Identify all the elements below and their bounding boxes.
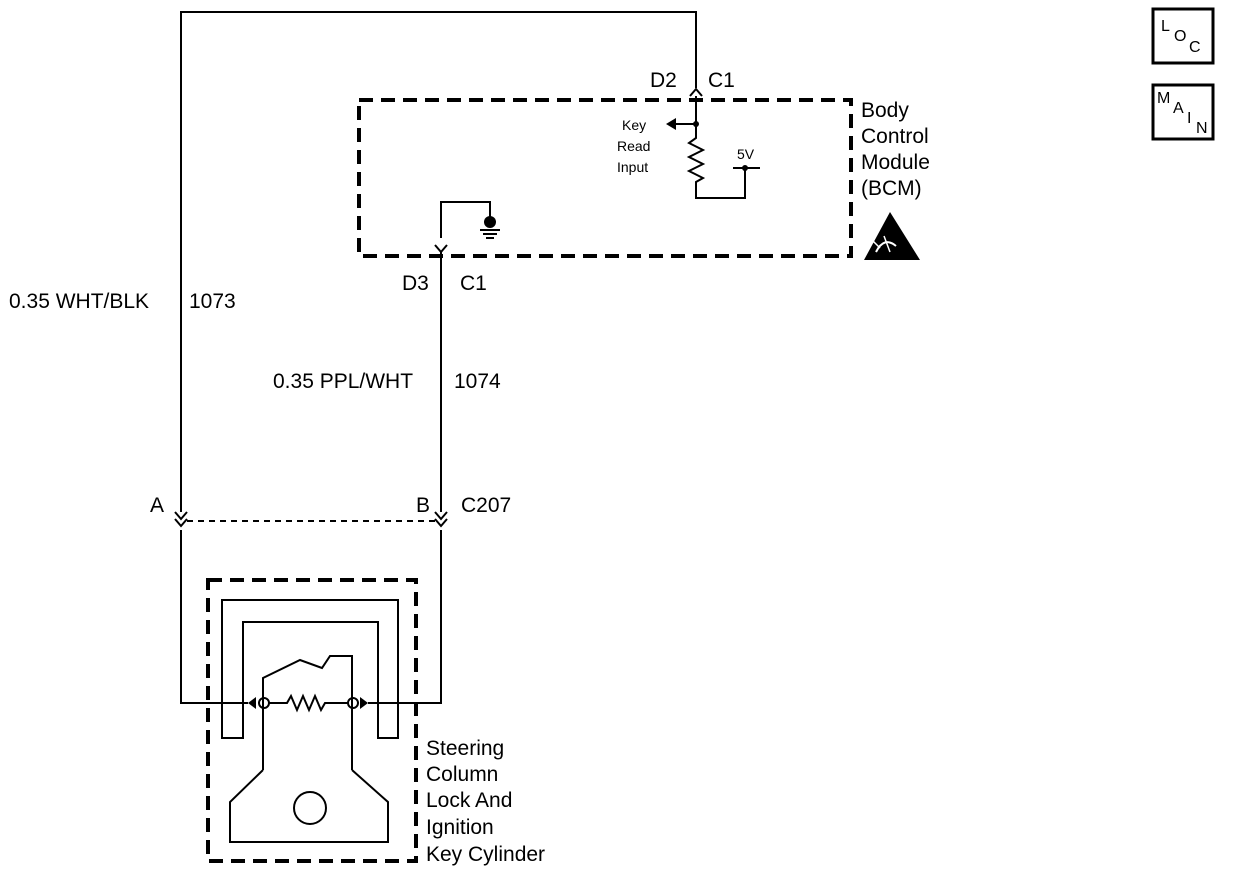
loc-letter-c: C <box>1189 39 1201 56</box>
c207-pin-a-label: A <box>150 494 164 517</box>
bcm-title-line4: (BCM) <box>861 177 922 200</box>
wire-1073-gauge-color: 0.35 WHT/BLK <box>9 290 149 313</box>
wire-b-to-component <box>368 530 442 704</box>
main-button[interactable]: M A I N <box>1151 83 1215 141</box>
component-title-line1: Steering <box>426 737 504 760</box>
bcm-d3-terminal <box>434 244 448 254</box>
bcm-title-line1: Body <box>861 99 909 122</box>
bcm-top-pin-label: D2 <box>650 69 677 92</box>
bcm-d2-terminal <box>689 87 703 97</box>
resistor-contact-left <box>248 697 256 709</box>
bcm-bottom-pin-label: D3 <box>402 272 429 295</box>
lock-frame-outer <box>221 599 399 739</box>
bcm-top-connector-label: C1 <box>708 69 735 92</box>
key-read-input-line2: Read <box>617 138 650 154</box>
resistor-contact-right <box>360 697 368 709</box>
c207-pin-b-terminal <box>434 511 448 528</box>
wire-1073 <box>180 11 697 512</box>
bcm-title-line3: Module <box>861 151 930 174</box>
key-resistor <box>269 693 348 713</box>
loc-letter-l: L <box>1161 18 1170 35</box>
wire-1073-circuit: 1073 <box>189 290 236 313</box>
bcm-5v-node <box>742 165 748 171</box>
key-cylinder-top <box>262 655 353 770</box>
wire-a-to-component <box>180 530 248 704</box>
bcm-ground-line <box>440 201 491 238</box>
bcm-title-line2: Control <box>861 125 929 148</box>
component-title-line3: Lock And <box>426 789 512 812</box>
loc-button[interactable]: L O C <box>1151 7 1215 65</box>
bcm-input-arrow <box>666 118 676 130</box>
main-letter-i: I <box>1187 110 1191 127</box>
key-cylinder-hole <box>293 791 327 825</box>
main-letter-m: M <box>1157 90 1170 107</box>
ground-icon <box>484 216 496 228</box>
key-read-input-line1: Key <box>622 117 646 133</box>
component-title-line2: Column <box>426 763 498 786</box>
bcm-bottom-connector-label: C1 <box>460 272 487 295</box>
component-title-line5: Key Cylinder <box>426 843 545 866</box>
loc-letter-o: O <box>1174 28 1186 45</box>
component-title-line4: Ignition <box>426 816 494 839</box>
c207-pin-b-label: B <box>416 494 430 517</box>
main-letter-n: N <box>1196 120 1208 137</box>
ground-symbol-icon <box>480 229 500 239</box>
wire-1074-circuit: 1074 <box>454 370 501 393</box>
esd-warning-icon <box>864 212 920 260</box>
c207-connector-label: C207 <box>461 494 511 517</box>
main-letter-a: A <box>1173 100 1184 117</box>
voltage-label: 5V <box>737 146 755 162</box>
bcm-pullup-resistor <box>686 124 746 199</box>
c207-pin-a-terminal <box>174 511 188 528</box>
bcm-outline <box>357 98 853 258</box>
wire-1074-gauge-color: 0.35 PPL/WHT <box>273 370 413 393</box>
key-read-input-line3: Input <box>617 159 648 175</box>
key-cylinder-base <box>229 769 389 843</box>
component-outline <box>206 578 418 863</box>
